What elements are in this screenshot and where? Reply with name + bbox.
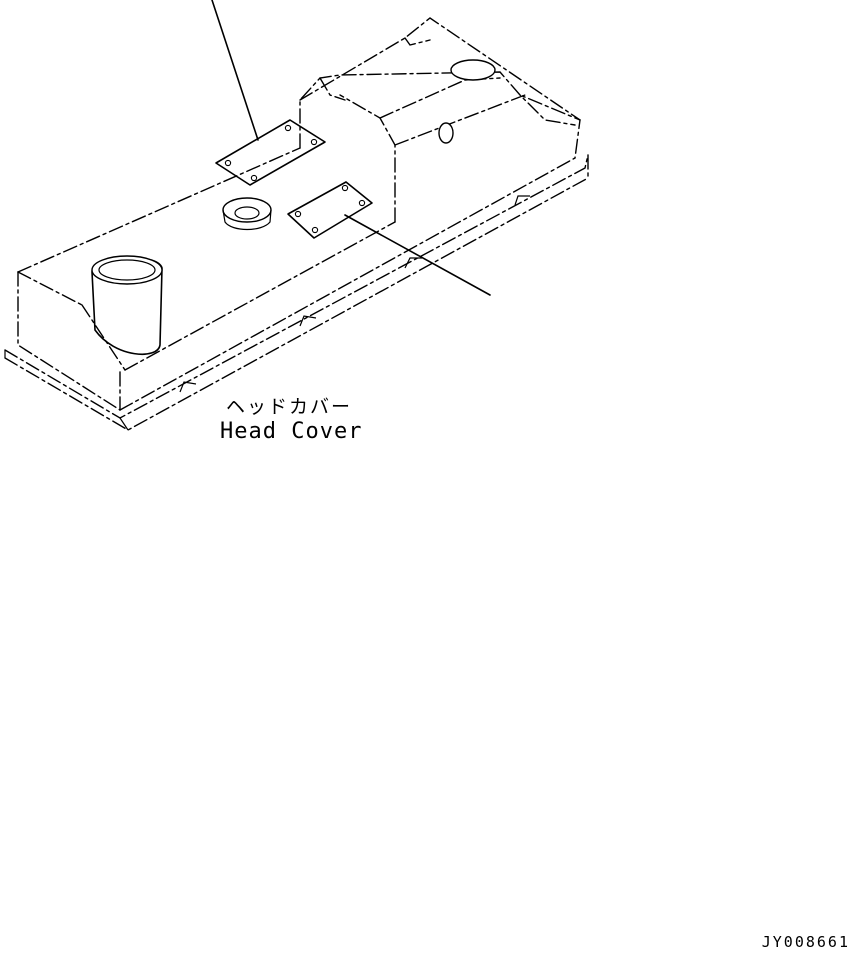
part-label-japanese: ヘッドカバー	[226, 396, 353, 418]
plate-upper	[215, 119, 326, 186]
leader-line-upper	[211, 0, 259, 141]
base-flange	[4, 154, 589, 431]
rear-boss	[438, 59, 496, 144]
drawing-code: JY008661	[761, 933, 850, 951]
plate-lower	[287, 181, 373, 239]
flange-tabs	[179, 195, 530, 393]
cover-body	[17, 17, 581, 411]
grommet	[222, 197, 272, 231]
filler-pipe	[91, 255, 163, 356]
part-label-english: Head Cover	[220, 419, 363, 444]
leader-line-lower	[344, 214, 491, 296]
